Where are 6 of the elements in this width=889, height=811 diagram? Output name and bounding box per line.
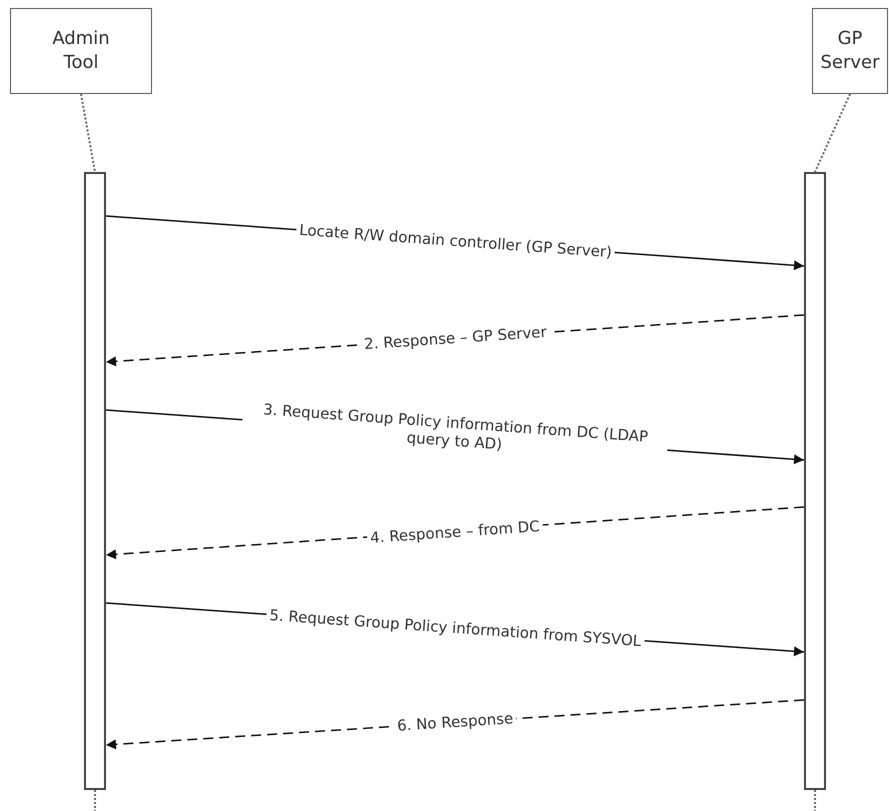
lifeline — [814, 94, 851, 172]
activation-bar — [84, 172, 106, 790]
participant-box: Admin Tool — [10, 8, 152, 94]
activation-bar — [804, 172, 826, 790]
lifeline — [80, 94, 96, 172]
participant-box: GP Server — [812, 8, 888, 94]
